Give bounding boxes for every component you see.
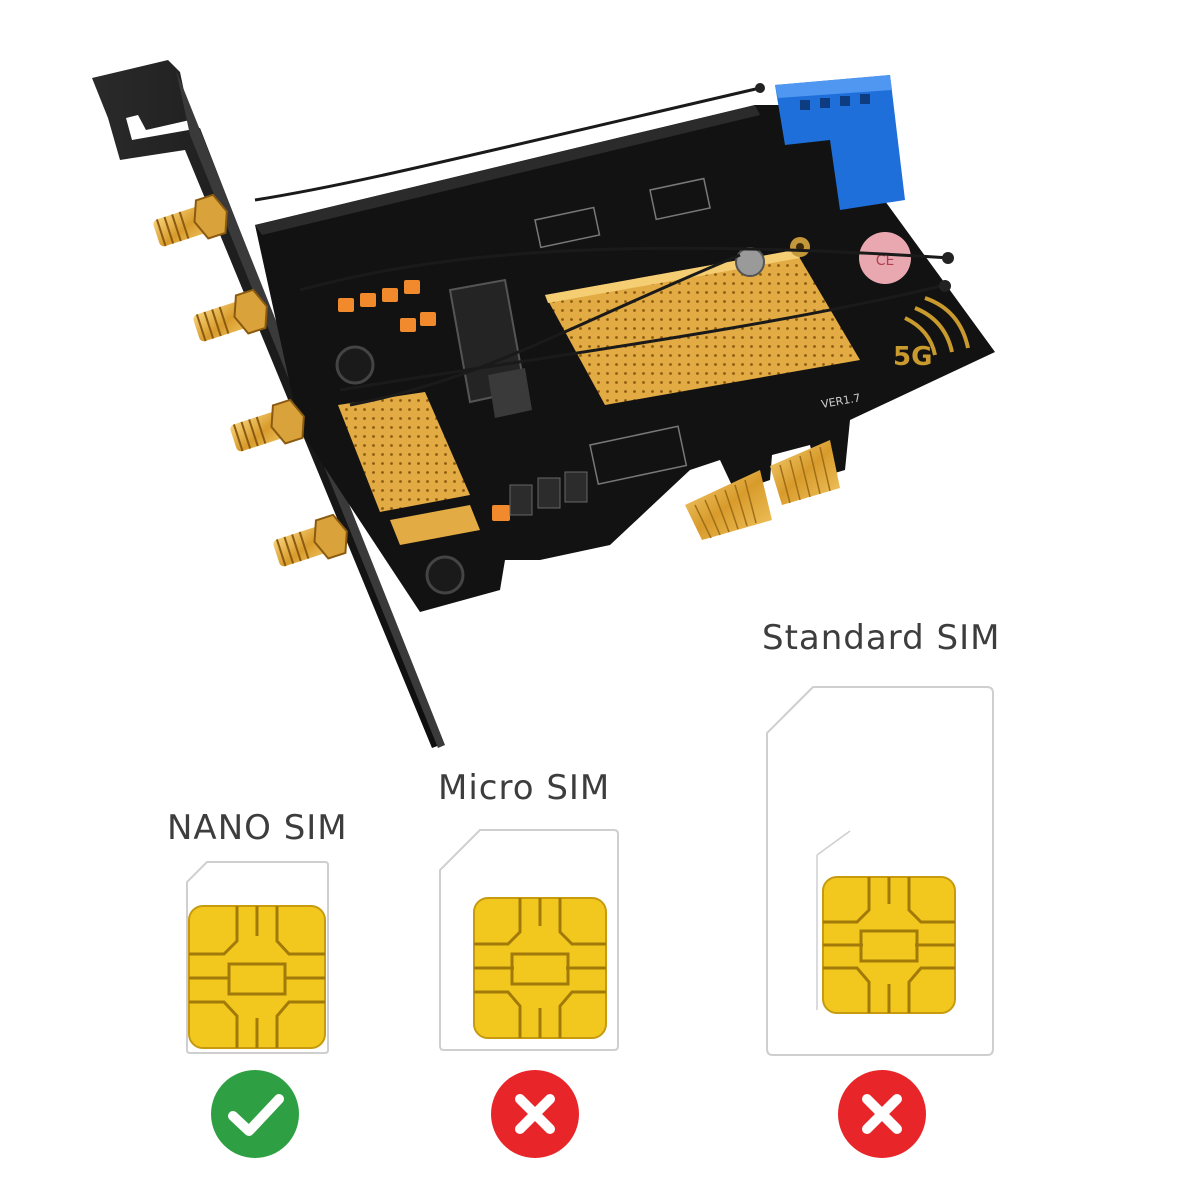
sma-connector (193, 288, 268, 342)
nano-sim-label: NANO SIM (167, 808, 348, 848)
board-5g-badge: 5G (893, 342, 932, 372)
pcie-gold-fingers (685, 440, 840, 540)
board-screw (335, 345, 375, 385)
incompatible-badge (491, 1070, 579, 1158)
cross-icon (515, 1094, 555, 1134)
sma-connector (273, 513, 348, 567)
micro-sim-label: Micro SIM (438, 768, 611, 808)
board-screw (425, 555, 465, 595)
sma-connector (153, 193, 228, 247)
m2-screw-post (735, 247, 765, 277)
standard-sim-card (766, 686, 994, 1056)
capacitors (338, 280, 510, 521)
antenna-cables (254, 86, 951, 407)
cross-icon (862, 1094, 902, 1134)
pcie-adapter-card-image: CE 5G VER1.7 (92, 60, 995, 748)
sim-chip-icon (473, 897, 607, 1039)
incompatible-badge (838, 1070, 926, 1158)
nano-sim-card (186, 861, 329, 1054)
micro-sim-card (439, 829, 619, 1051)
standard-sim-label: Standard SIM (762, 618, 1001, 658)
sim-slot-pad (338, 392, 470, 512)
usb-header-connector (775, 75, 905, 210)
pcb-board: CE 5G VER1.7 (255, 105, 995, 612)
sma-connector (230, 398, 305, 452)
checkmark-icon (228, 1094, 284, 1136)
sim-chip-icon (822, 876, 956, 1014)
sim-chip-icon (188, 905, 326, 1049)
svg-text:CE: CE (876, 253, 895, 269)
compatible-badge (211, 1070, 299, 1158)
sma-antenna-connectors (153, 193, 348, 567)
